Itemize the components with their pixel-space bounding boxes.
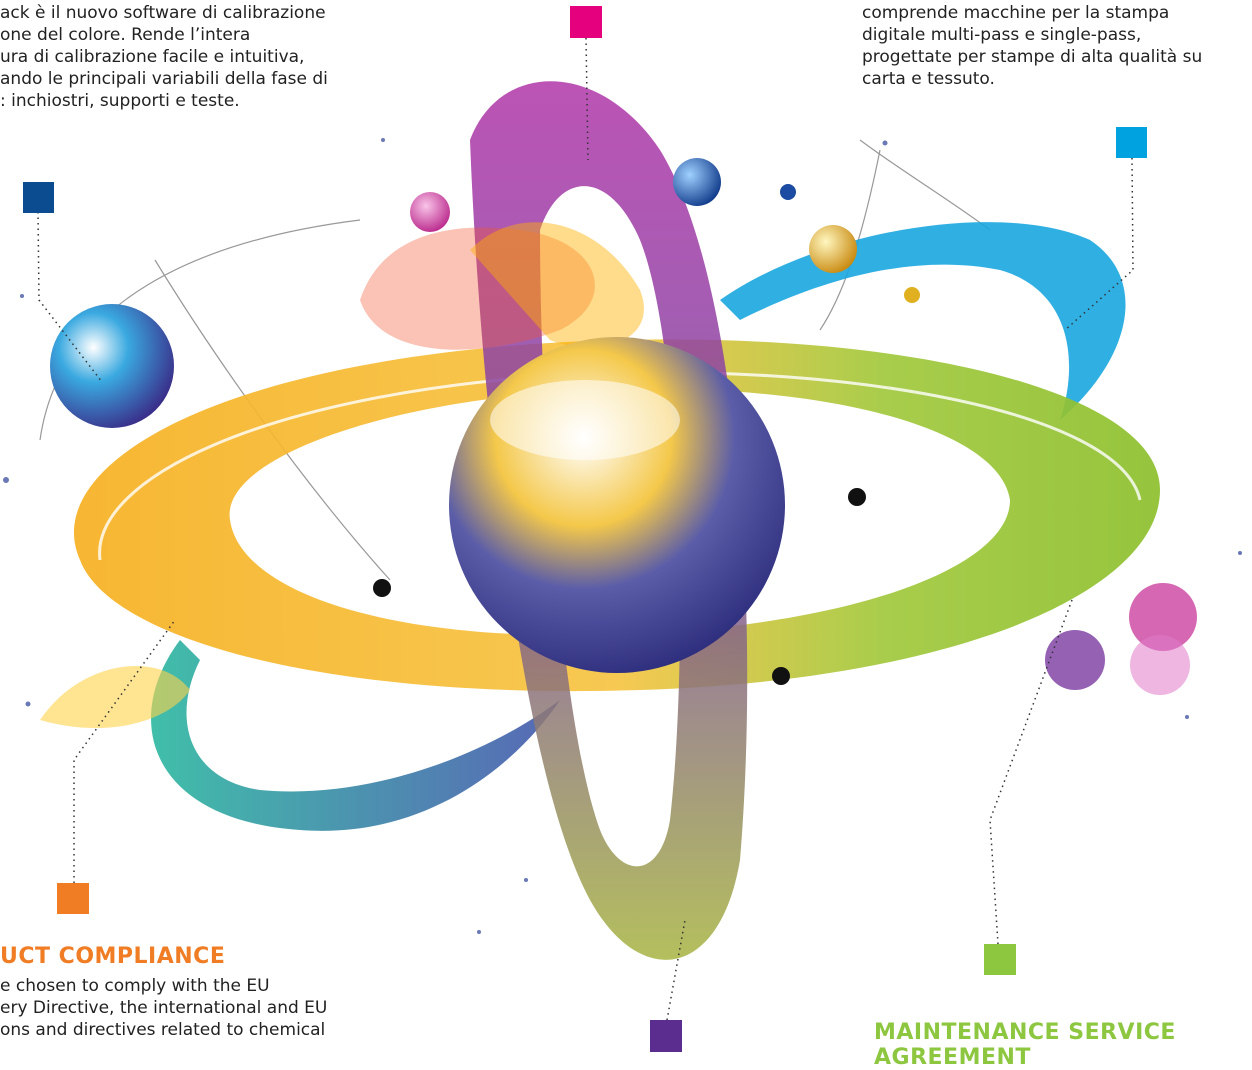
text-line: progettate per stampe di alta qualità su [862, 47, 1203, 67]
calibration-software-description: ack è il nuovo software di calibrazione … [0, 2, 328, 112]
magenta-marker [570, 6, 602, 38]
navy-marker [23, 182, 54, 213]
text-line: ura di calibrazione facile e intuitiva, [0, 47, 305, 67]
text-line: ons and directives related to chemical [0, 1020, 326, 1040]
cyan-marker [1116, 127, 1147, 158]
text-line: ando le principali variabili della fase … [0, 69, 328, 89]
text-line: digitale multi-pass e single-pass, [862, 25, 1142, 45]
product-compliance-text: e chosen to comply with the EU ery Direc… [0, 975, 327, 1041]
text-line: one del colore. Rende l’intera [0, 25, 251, 45]
purple-marker [650, 1020, 682, 1052]
maintenance-heading-line: MAINTENANCE SERVICE [874, 1020, 1176, 1045]
text-line: ack è il nuovo software di calibrazione [0, 3, 326, 23]
maintenance-heading: MAINTENANCE SERVICE AGREEMENT [874, 1020, 1176, 1070]
text-line: e chosen to comply with the EU [0, 976, 270, 996]
text-line: ery Directive, the international and EU [0, 998, 328, 1018]
text-line: comprende macchine per la stampa [862, 3, 1170, 23]
orange-marker [57, 883, 89, 914]
text-line: : inchiostri, supporti e teste. [0, 91, 240, 111]
printing-machines-description: comprende macchine per la stampa digital… [862, 2, 1202, 90]
product-compliance-heading: UCT COMPLIANCE [0, 944, 226, 969]
green-marker [984, 944, 1016, 975]
maintenance-heading-line: AGREEMENT [874, 1045, 1031, 1070]
text-line: carta e tessuto. [862, 69, 995, 89]
